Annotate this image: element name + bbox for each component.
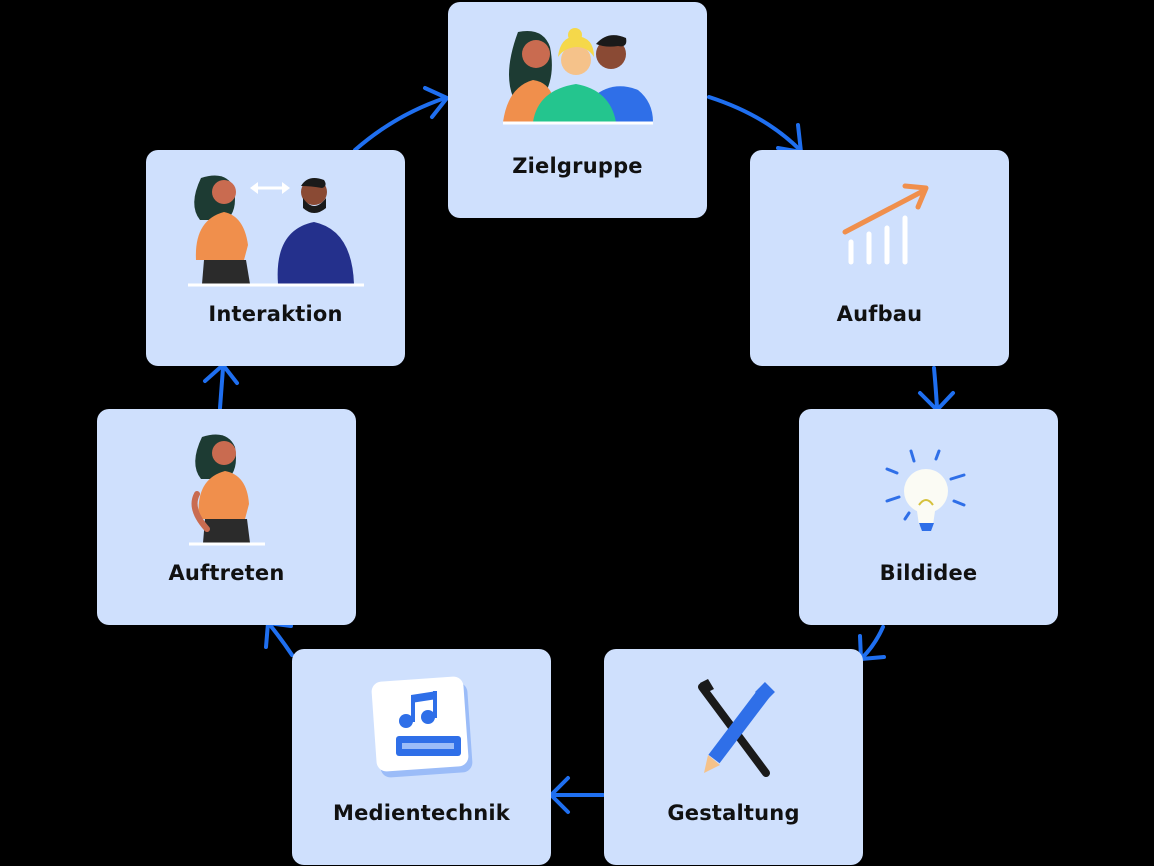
arrow-head-medientechnik [549,776,570,814]
people-group-icon [503,28,653,125]
lightbulb-icon [885,449,966,531]
step-card-aufbau: Aufbau [750,150,1009,366]
step-label-bildidee: Bildidee [879,561,978,585]
step-card-interaktion: Interaktion [146,150,405,366]
arrow-zielgruppe-to-aufbau [707,95,802,152]
step-label-zielgruppe: Zielgruppe [512,154,643,178]
arrow-head-zielgruppe [423,86,449,119]
step-label-auftreten: Auftreten [168,561,285,585]
step-label-aufbau: Aufbau [836,302,923,326]
pen-pencil-icon [698,679,775,777]
step-label-gestaltung: Gestaltung [667,801,800,825]
arrow-auftreten-to-interaktion [218,366,225,410]
two-people-interaction-icon [188,175,364,287]
arrow-bildidee-to-gestaltung [860,625,885,660]
music-document-icon [371,676,473,778]
woman-standing-icon [189,434,265,546]
step-label-interaktion: Interaktion [208,302,343,326]
step-card-zielgruppe: Zielgruppe [448,2,707,218]
arrow-medientechnik-to-auftreten [268,623,294,657]
step-card-gestaltung: Gestaltung [604,649,863,865]
step-card-medientechnik: Medientechnik [292,649,551,865]
step-card-auftreten: Auftreten [97,409,356,625]
step-label-medientechnik: Medientechnik [333,801,510,825]
step-card-bildidee: Bildidee [799,409,1058,625]
arrow-interaktion-to-zielgruppe [353,96,447,152]
arrow-aufbau-to-bildidee [932,366,939,410]
growth-chart-icon [842,183,929,265]
